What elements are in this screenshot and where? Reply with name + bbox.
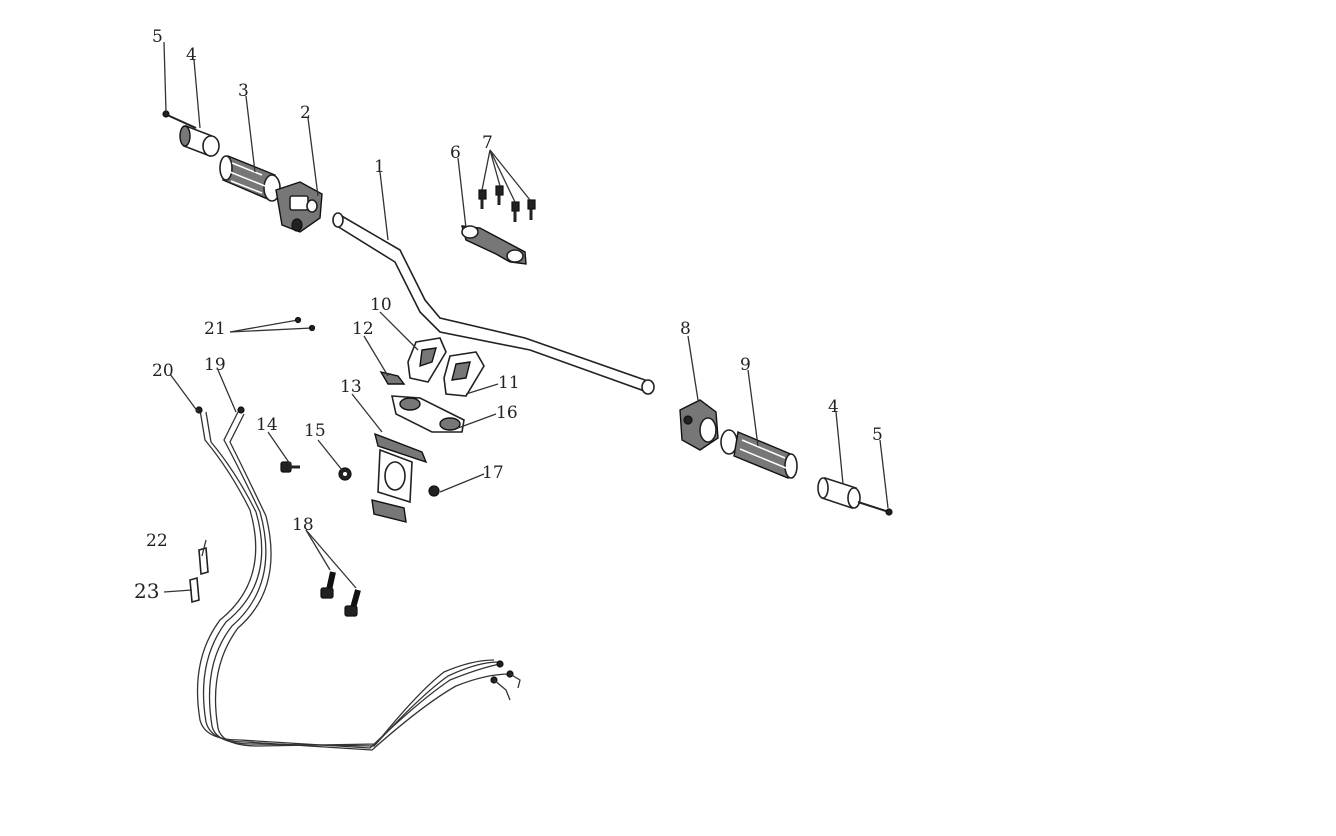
callout-23: 23 <box>134 579 159 603</box>
leader-lines <box>163 41 889 593</box>
callout-21: 21 <box>204 319 226 339</box>
pins-21 <box>229 316 316 333</box>
callout-3: 3 <box>238 81 249 101</box>
left-bar-end-weight <box>179 124 220 158</box>
callout-15: 15 <box>304 421 326 441</box>
right-switch-housing <box>679 399 719 451</box>
right-bar-end-weight <box>817 476 861 510</box>
callout-4-right: 4 <box>828 397 839 417</box>
top-plate <box>390 395 465 433</box>
callout-11: 11 <box>498 373 520 393</box>
callout-20: 20 <box>152 361 174 381</box>
callout-1: 1 <box>374 157 385 177</box>
callout-5-left: 5 <box>152 27 163 47</box>
handlebar-tube <box>332 212 655 395</box>
control-cables <box>195 406 521 751</box>
clamp-shim <box>379 370 406 385</box>
callout-7: 7 <box>482 133 493 153</box>
right-grip <box>720 429 798 479</box>
callout-12: 12 <box>352 319 374 339</box>
callout-labels: 5 4 3 2 1 6 7 8 9 4 5 10 12 13 11 16 14 … <box>134 27 883 603</box>
right-bar-end-bolt <box>857 501 893 516</box>
callout-18: 18 <box>292 515 314 535</box>
upper-clamp <box>461 225 527 265</box>
clamp-bolts <box>478 185 536 222</box>
callout-5-right: 5 <box>872 425 883 445</box>
left-bar-end-bolt <box>162 110 197 129</box>
callout-19: 19 <box>204 355 226 375</box>
callout-13: 13 <box>340 377 362 397</box>
callout-4-left: 4 <box>186 45 197 65</box>
callout-10: 10 <box>370 295 392 315</box>
bolts-18 <box>320 571 361 617</box>
riser-mount <box>371 432 428 523</box>
callout-14: 14 <box>256 415 278 435</box>
left-switch-housing <box>275 181 323 233</box>
nut-17 <box>428 485 440 497</box>
callout-9: 9 <box>740 355 751 375</box>
nut-15 <box>338 467 352 481</box>
riser-clamp-left <box>407 337 447 383</box>
callout-17: 17 <box>482 463 504 483</box>
left-grip <box>219 155 281 202</box>
callout-2: 2 <box>300 103 311 123</box>
bolt-14 <box>280 461 300 473</box>
callout-6: 6 <box>450 143 461 163</box>
cable-clip-23 <box>189 576 200 604</box>
callout-8: 8 <box>680 319 691 339</box>
riser-clamp-right <box>443 351 485 397</box>
callout-22: 22 <box>146 531 168 551</box>
callout-16: 16 <box>496 403 518 423</box>
